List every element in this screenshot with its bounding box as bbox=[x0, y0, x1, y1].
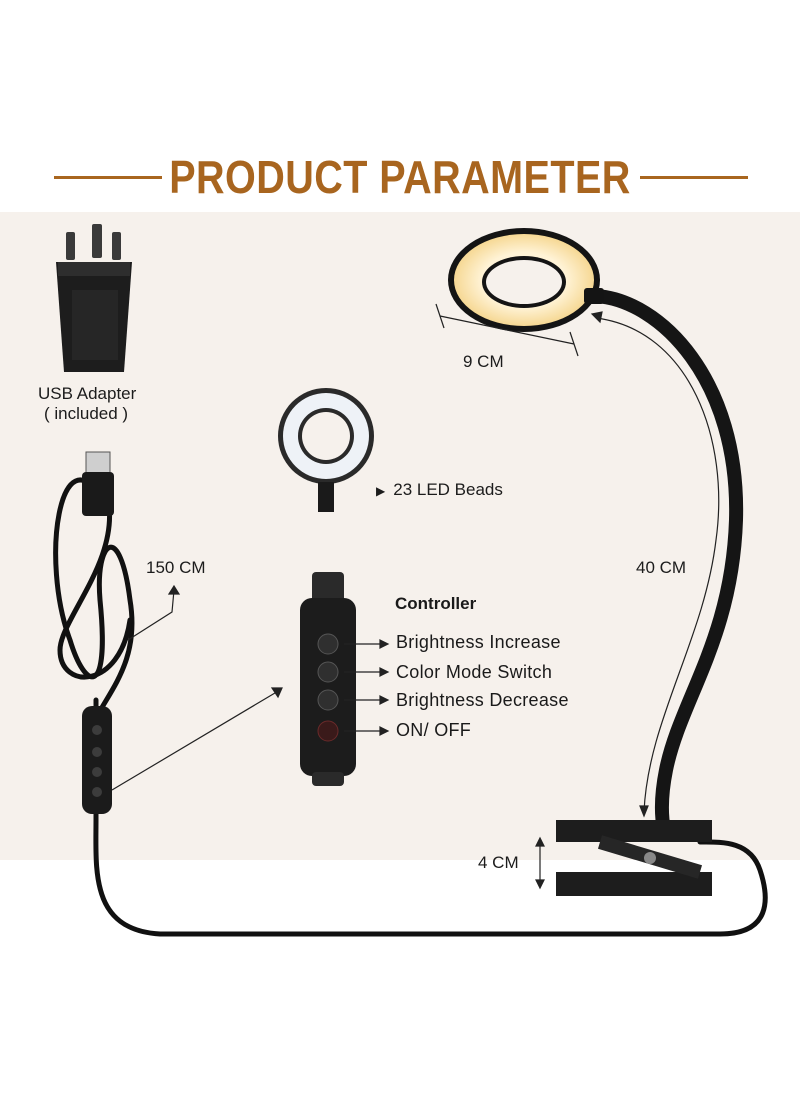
led-ring-icon bbox=[278, 388, 374, 512]
controller-item-power: ON/ OFF bbox=[396, 720, 472, 740]
head-width-dimension bbox=[435, 303, 579, 357]
usb-cable-icon bbox=[53, 477, 768, 937]
title-rule-right bbox=[640, 176, 748, 179]
cable-length-label: 150 CM bbox=[146, 558, 206, 577]
bullet-arrow-icon: ▶ bbox=[376, 484, 386, 498]
usb-plug-icon bbox=[82, 451, 114, 516]
title-bar: PRODUCT PARAMETER bbox=[0, 140, 800, 210]
controller-item-brightness-decrease: Brightness Decrease bbox=[396, 690, 569, 710]
adapter-included-label: ( included ) bbox=[44, 404, 129, 423]
inline-controller-icon bbox=[82, 706, 112, 814]
led-beads-text: 23 LED Beads bbox=[393, 480, 503, 499]
page-title: PRODUCT PARAMETER bbox=[169, 151, 631, 203]
controller-heading: Controller bbox=[395, 594, 477, 613]
controller-leader bbox=[111, 687, 283, 791]
led-beads-label: ▶ 23 LED Beads bbox=[376, 480, 503, 500]
clip-opening-dimension bbox=[535, 836, 545, 890]
clip-opening-label: 4 CM bbox=[478, 853, 519, 872]
controller-item-color-mode: Color Mode Switch bbox=[396, 662, 553, 682]
cable-length-leader bbox=[127, 584, 181, 641]
adapter-label: USB Adapter bbox=[38, 384, 137, 403]
controller-arrows bbox=[344, 639, 390, 736]
clip-lamp-icon bbox=[448, 228, 744, 896]
uk-plug-adapter-icon bbox=[56, 224, 132, 372]
title-rule-left bbox=[54, 176, 162, 179]
controller-item-brightness-increase: Brightness Increase bbox=[396, 632, 561, 652]
neck-length-dimension bbox=[590, 311, 720, 818]
controller-remote-icon bbox=[300, 572, 356, 786]
head-width-label: 9 CM bbox=[463, 352, 504, 371]
neck-length-label: 40 CM bbox=[636, 558, 687, 577]
